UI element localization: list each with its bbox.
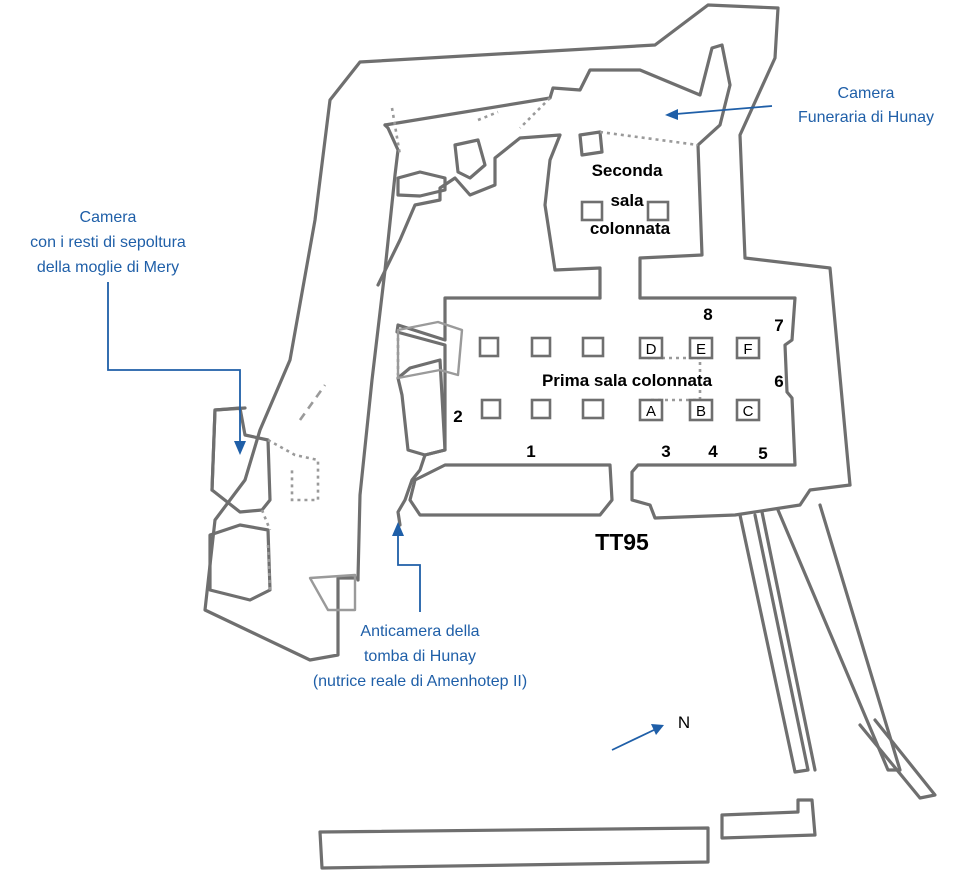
pillar-bottom-1: [480, 398, 502, 420]
callout-mery-2: con i resti di sepoltura: [30, 234, 186, 251]
north-arrow-head: [651, 724, 664, 735]
pillar-D: [638, 336, 664, 360]
dotted-sep-1: [390, 107, 402, 156]
dotted-sep-8: [266, 544, 272, 591]
ramp-middle: [760, 510, 817, 772]
second-hall-wall: [376, 133, 602, 300]
lower-wall-left: [318, 826, 710, 870]
callout-ante-1: Anticamera della: [360, 623, 479, 640]
dotted-sep-3: [519, 97, 551, 129]
niche-1: [396, 170, 447, 198]
arrow-mery-head: [234, 441, 246, 455]
pillar-letter-F: F: [743, 341, 752, 358]
wall-number-2: 2: [453, 407, 462, 426]
upper-wall: [383, 43, 732, 300]
pillar-F: [735, 336, 761, 360]
corridor-inner-wall: [356, 123, 400, 580]
pillar-B: [688, 398, 714, 422]
small-room: [308, 573, 357, 612]
left-chamber-upper: [210, 406, 272, 514]
niche-3: [578, 130, 604, 157]
dotted-sep-9: [648, 356, 702, 402]
dashed-sep-1: [298, 384, 327, 421]
wall-number-5: 5: [758, 444, 767, 463]
wall-number-7: 7: [774, 316, 783, 335]
tomb-title: TT95: [595, 529, 649, 555]
pillar-letter-D: D: [646, 341, 657, 358]
pillar-top-1: [478, 336, 500, 358]
callout-burial-chamber-2: Funeraria di Hunay: [798, 109, 934, 126]
north-label: N: [678, 713, 690, 732]
pillar-E: [688, 336, 714, 360]
arrow-burial-head: [665, 109, 678, 120]
pillar-A: [638, 398, 664, 422]
callout-mery-1: Camera: [80, 209, 137, 226]
dotted-sep-7: [260, 509, 272, 531]
pillar-top-2: [530, 336, 552, 358]
arrow-ante-head: [392, 522, 404, 536]
ramp-left: [738, 513, 810, 774]
pillar-second-1: [580, 200, 604, 222]
arrow-burial-line: [675, 105, 773, 115]
callout-ante-2: tomba di Hunay: [364, 648, 476, 665]
pillar-letter-C: C: [743, 403, 754, 420]
entrance-wall-left: [408, 463, 614, 517]
niche-2: [453, 138, 487, 180]
pillar-letter-B: B: [696, 403, 706, 420]
dotted-sep-2: [477, 110, 499, 122]
pillar-top-3: [581, 336, 605, 358]
pillar-second-2: [646, 200, 670, 222]
wall-number-4: 4: [708, 442, 718, 461]
pillar-bottom-2: [530, 398, 552, 420]
second-hall-label-2: sala: [610, 191, 644, 210]
wall-number-3: 3: [661, 442, 670, 461]
wall-number-1: 1: [526, 442, 535, 461]
first-hall-label: Prima sala colonnata: [542, 371, 713, 390]
left-chamber-lower: [208, 523, 272, 602]
callout-ante-3: (nutrice reale di Amenhotep II): [313, 673, 527, 690]
wall-number-8: 8: [703, 305, 712, 324]
outer-wall: [203, 3, 852, 662]
side-chamber-2: [396, 358, 447, 457]
wall-number-6: 6: [774, 372, 783, 391]
arrow-ante-line: [397, 535, 421, 612]
first-hall-wall: [630, 296, 852, 520]
pillar-C: [735, 398, 761, 422]
pillar-letter-A: A: [646, 403, 656, 420]
pillar-letter-E: E: [696, 341, 706, 358]
callout-burial-chamber-1: Camera: [838, 85, 895, 102]
lower-wall-right: [720, 798, 817, 840]
dotted-sep-6: [267, 438, 320, 502]
light-chamber: [396, 320, 464, 380]
dotted-sep-4: [599, 130, 699, 147]
second-hall-label-3: colonnata: [590, 219, 671, 238]
pillar-bottom-3: [581, 398, 605, 420]
callout-mery-3: della moglie di Mery: [37, 259, 179, 276]
second-hall-label-1: Seconda: [592, 161, 663, 180]
north-arrow-line: [611, 728, 657, 751]
arrow-mery-line: [107, 282, 241, 442]
ramp-right: [776, 503, 902, 772]
ramp-right-ext: [858, 718, 937, 800]
